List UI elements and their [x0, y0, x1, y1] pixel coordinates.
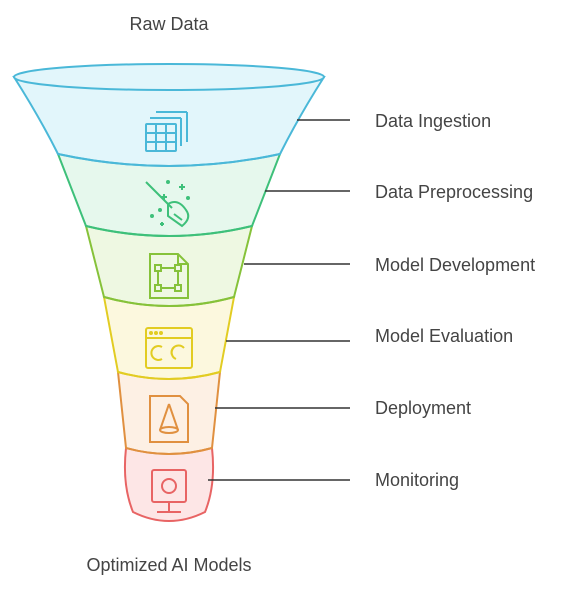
stage-label-data-preprocessing: Data Preprocessing: [375, 182, 533, 202]
stage-label-monitoring: Monitoring: [375, 470, 459, 490]
funnel-stage-model-development: [84, 225, 254, 307]
monitor-screen-icon: [151, 469, 187, 513]
funnel-stage-data-preprocessing: [56, 153, 282, 237]
file-vector-icon: [149, 253, 189, 299]
stage-label-model-evaluation: Model Evaluation: [375, 326, 513, 346]
funnel-stage-data-ingestion: [12, 63, 326, 167]
top-label: Raw Data: [129, 14, 209, 34]
browser-dashboard-icon: [145, 327, 193, 369]
document-cone-icon: [149, 395, 189, 443]
stage-label-deployment: Deployment: [375, 398, 471, 418]
connector-lines: [208, 119, 350, 481]
stage-label-data-ingestion: Data Ingestion: [375, 111, 491, 131]
table-stack-icon: [145, 111, 188, 152]
bottom-label: Optimized AI Models: [86, 555, 251, 575]
funnel-stage-monitoring: [123, 447, 215, 522]
stage-label-model-development: Model Development: [375, 255, 535, 275]
funnel-stage-deployment: [116, 371, 222, 455]
broom-sparkles-icon: [145, 180, 190, 228]
